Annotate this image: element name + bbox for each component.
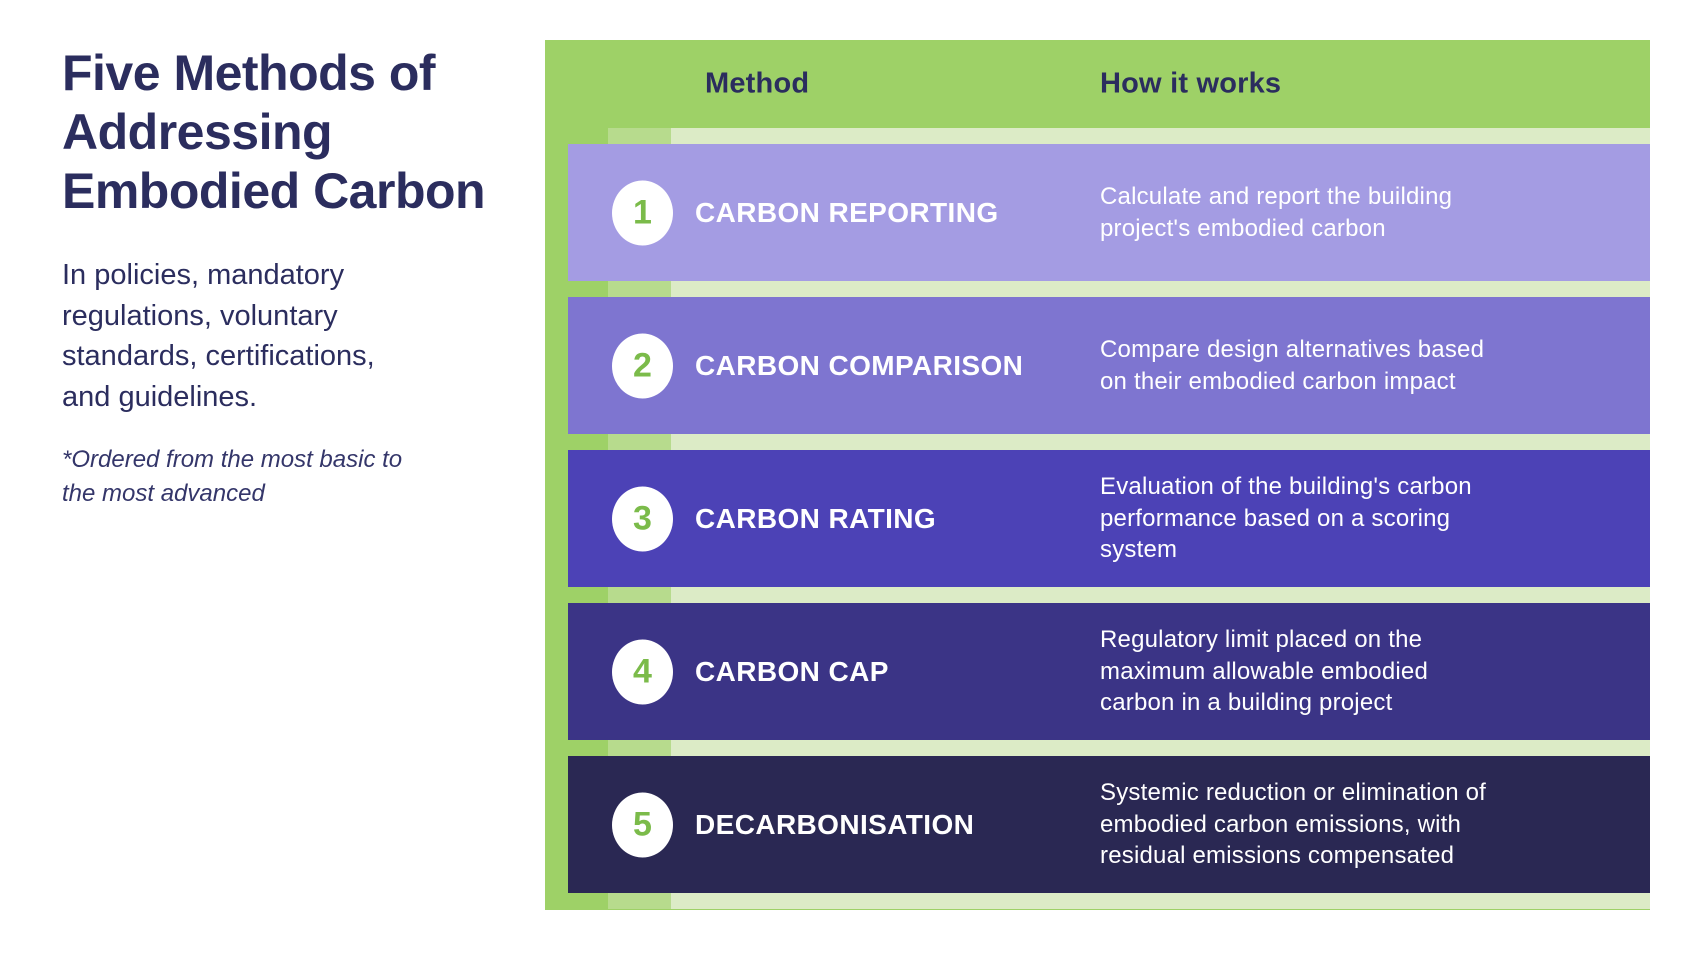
gap-light-band [671,281,1650,297]
step-number-badge: 1 [612,180,673,245]
gap-accent-block [608,893,671,909]
row-gap-strip [608,128,1650,144]
gap-light-band [671,893,1650,909]
page-title: Five Methods of Addressing Embodied Carb… [62,45,486,219]
table-row: 3 CARBON RATING Evaluation of the buildi… [568,450,1650,587]
row-gap-strip [608,740,1650,756]
table-row: 4 CARBON CAP Regulatory limit placed on … [568,603,1650,740]
gap-accent-block [608,740,671,756]
method-description: Systemic reduction or elimination of emb… [1100,778,1487,870]
row-gap-strip [608,434,1650,450]
column-header-how-it-works: How it works [1100,67,1282,100]
methods-panel: Method How it works 1 CARBON REPORTING C… [545,40,1650,910]
step-number: 1 [633,193,652,232]
method-name: CARBON REPORTING [695,196,999,228]
gap-light-band [671,128,1650,144]
method-name: CARBON COMPARISON [695,349,1024,381]
gap-accent-block [608,587,671,603]
gap-light-band [671,587,1650,603]
method-description: Calculate and report the building projec… [1100,182,1453,242]
row-gap-strip [608,281,1650,297]
step-number: 4 [633,652,652,691]
step-number: 2 [633,346,652,385]
intro-column: Five Methods of Addressing Embodied Carb… [62,44,492,511]
table-row: 5 DECARBONISATION Systemic reduction or … [568,756,1650,893]
row-gap-strip [608,893,1650,909]
gap-accent-block [608,281,671,297]
row-gap-strip [608,587,1650,603]
table-header: Method How it works [545,40,1650,128]
gap-accent-block [608,434,671,450]
ordering-note: *Ordered from the most basic to the most… [62,446,403,507]
method-name: CARBON CAP [695,655,889,687]
method-description: Regulatory limit placed on the maximum a… [1100,625,1429,717]
column-header-method: Method [705,67,810,100]
table-row: 1 CARBON REPORTING Calculate and report … [568,144,1650,281]
gap-accent-block [608,128,671,144]
step-number-badge: 5 [612,792,673,857]
gap-light-band [671,740,1650,756]
method-name: CARBON RATING [695,502,937,534]
method-name: DECARBONISATION [695,808,975,840]
method-description: Evaluation of the building's carbon perf… [1100,472,1472,564]
table-rows-area: 1 CARBON REPORTING Calculate and report … [545,128,1650,910]
page-subtitle: In policies, mandatory regulations, volu… [62,259,375,413]
step-number: 3 [633,499,652,538]
step-number-badge: 3 [612,486,673,551]
method-description: Compare design alternatives based on the… [1100,335,1485,395]
step-number-badge: 2 [612,333,673,398]
gap-light-band [671,434,1650,450]
step-number-badge: 4 [612,639,673,704]
table-row: 2 CARBON COMPARISON Compare design alter… [568,297,1650,434]
step-number: 5 [633,805,652,844]
